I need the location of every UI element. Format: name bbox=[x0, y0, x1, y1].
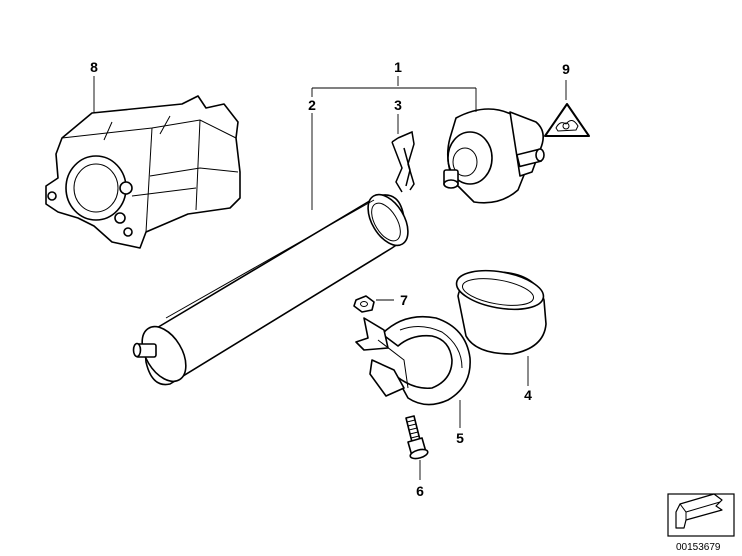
part-7-nut[interactable] bbox=[353, 295, 375, 313]
part-1-pressure-regulator[interactable] bbox=[443, 108, 545, 204]
callout-8: 8 bbox=[90, 59, 98, 75]
callout-9: 9 bbox=[562, 61, 570, 77]
warning-triangle-icon bbox=[544, 103, 590, 137]
callout-3: 3 bbox=[394, 97, 402, 113]
part-2-fuel-filter[interactable] bbox=[132, 188, 416, 389]
callout-7: 7 bbox=[400, 292, 408, 308]
part-3-retaining-clip[interactable] bbox=[391, 130, 415, 193]
callout-4: 4 bbox=[524, 387, 532, 403]
view-arrow-icon[interactable] bbox=[667, 493, 735, 537]
part-6-bolt[interactable] bbox=[405, 415, 429, 460]
callout-5: 5 bbox=[456, 430, 464, 446]
part-8-housing-block[interactable] bbox=[45, 95, 241, 249]
callout-2: 2 bbox=[308, 97, 316, 113]
callout-1: 1 bbox=[394, 59, 402, 75]
document-number: 00153679 bbox=[676, 542, 721, 553]
callout-6: 6 bbox=[416, 483, 424, 499]
part-9-warning-label[interactable] bbox=[544, 103, 590, 137]
callout-labels: 1 2 3 4 5 6 7 8 9 bbox=[90, 59, 570, 499]
part-4-ring-sleeve[interactable] bbox=[454, 265, 547, 355]
leader-lines bbox=[93, 76, 567, 480]
part-5-mounting-clamp[interactable] bbox=[355, 315, 471, 406]
